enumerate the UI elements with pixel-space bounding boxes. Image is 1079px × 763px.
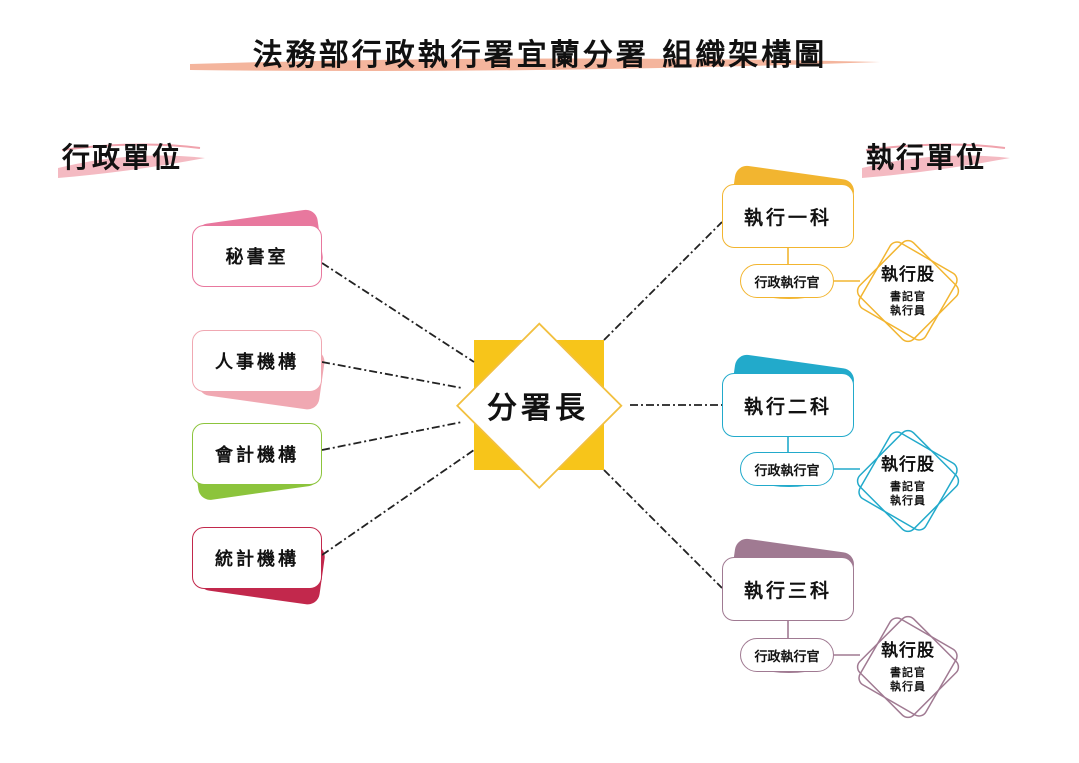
admin-section-title: 行政單位 [62,141,183,174]
exec-stock-3-diamond-b [858,617,958,717]
exec-stock-2-clerk: 書記官 [890,479,926,493]
exec-stock-2-label: 執行股 [881,454,935,475]
exec-stock-2-officer: 執行員 [890,493,926,507]
exec-officer-2: 行政執行官 [740,452,834,486]
exec-stock-1-diamond-b [858,241,958,341]
exec-stock-2-diamond-b [858,431,958,531]
exec-stock-1-officer: 執行員 [890,303,926,317]
exec-stock-3-diamond-a [856,615,960,719]
head-label: 分署長 [487,391,589,426]
connector-2 [321,361,463,389]
exec-stock-3-label: 執行股 [881,640,935,661]
admin-unit-personnel: 人事機構 [192,330,322,392]
admin-unit-secretariat: 秘書室 [192,225,322,287]
exec-dept-1: 執行一科 [722,184,854,248]
exec-stock-2: 執行股 書記官 執行員 [853,426,963,536]
exec-section-title: 執行單位 [866,141,987,174]
connector-5 [603,221,723,341]
exec-stock-3-officer: 執行員 [890,679,926,693]
head-diamond [455,322,623,490]
exec-stock-1-label: 執行股 [881,264,935,285]
admin-section-swoosh-line [61,143,201,151]
exec-stock-1-clerk: 書記官 [890,289,926,303]
connector-3 [321,421,463,451]
connector-7 [603,469,723,589]
exec-dept-3: 執行三科 [722,557,854,621]
exec-stock-1: 執行股 書記官 執行員 [853,236,963,346]
admin-section-swoosh [58,155,205,178]
exec-stock-1-diamond-a [856,239,960,343]
exec-officer-3: 行政執行官 [740,638,834,672]
exec-stock-2-diamond-a [856,429,960,533]
admin-unit-accounting: 會計機構 [192,423,322,485]
admin-unit-statistics: 統計機構 [192,527,322,589]
exec-stock-3-clerk: 書記官 [890,665,926,679]
exec-stock-3: 執行股 書記官 執行員 [853,612,963,722]
exec-dept-2: 執行二科 [722,373,854,437]
exec-section-swoosh-line [865,143,1006,151]
connector-1 [321,262,475,363]
exec-section-swoosh [862,155,1010,178]
page-title: 法務部行政執行署宜蘭分署 組織架構圖 [252,38,828,73]
connector-4 [321,449,475,556]
exec-officer-1: 行政執行官 [740,264,834,298]
title-highlight [190,58,880,71]
